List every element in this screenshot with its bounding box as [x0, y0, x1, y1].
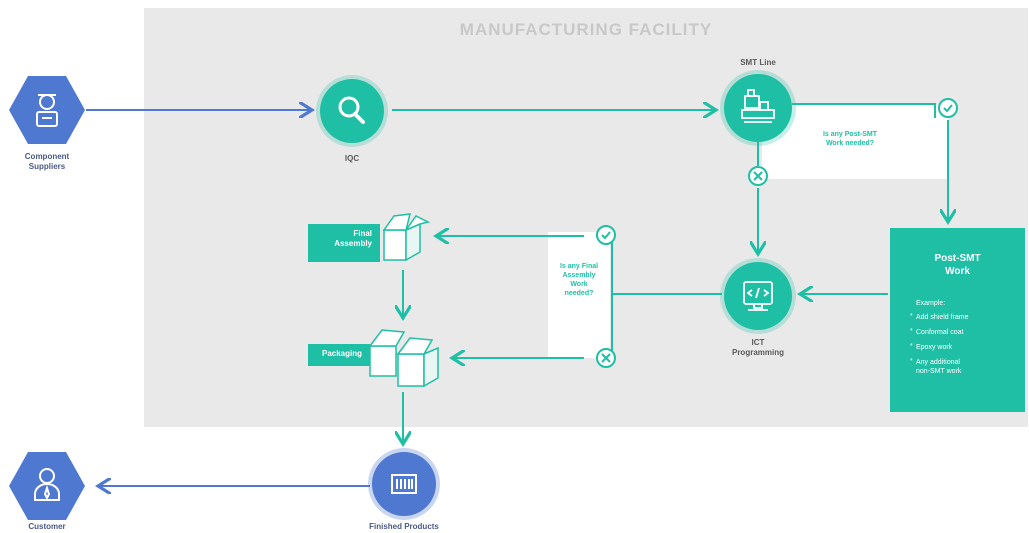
post-smt-yes-check — [938, 98, 958, 118]
final-assembly-no-x — [596, 348, 616, 368]
check-icon — [601, 231, 611, 240]
iqc-label: IQC — [344, 154, 360, 163]
supplier-person-icon — [36, 94, 58, 127]
open-box-icon — [382, 213, 431, 262]
smt-line-label: SMT Line — [740, 58, 776, 67]
list-item: Epoxy work — [910, 342, 1025, 352]
check-icon — [943, 104, 953, 113]
code-monitor-icon — [743, 281, 773, 311]
final-assembly-question-box — [548, 232, 610, 358]
component-suppliers-node — [9, 76, 85, 144]
component-suppliers-label: Component Suppliers — [24, 152, 70, 171]
finished-products-label: Finished Products — [369, 522, 439, 531]
facility-title: MANUFACTURING FACILITY — [459, 20, 713, 39]
ict-programming-node — [724, 262, 792, 330]
customer-node — [9, 452, 85, 520]
list-item: Add shield frame — [910, 312, 1025, 322]
post-smt-example-list: Add shield frame Conformal coat Epoxy wo… — [890, 312, 1025, 376]
x-icon — [601, 353, 611, 363]
ict-programming-label: ICT Programming — [731, 338, 784, 357]
smt-machine-icon — [741, 89, 775, 123]
smt-line-node — [724, 74, 792, 142]
post-smt-work-title: Post-SMT Work — [934, 253, 981, 277]
final-assembly-yes-check — [596, 225, 616, 245]
post-smt-no-x — [748, 166, 768, 186]
finished-products-node — [372, 452, 436, 516]
post-smt-work-box: Post-SMT Work Example: Add shield frame … — [890, 228, 1025, 412]
final-assembly-question: Is any Final Assembly Work needed? — [559, 263, 599, 297]
customer-person-icon — [34, 468, 60, 501]
customer-label: Customer — [28, 522, 66, 531]
list-item: Any additional non-SMT work — [910, 357, 1025, 376]
barcode-icon — [391, 474, 417, 494]
post-smt-question-box — [762, 105, 948, 179]
connector-smt-to-check — [792, 103, 936, 118]
post-smt-question: Is any Post-SMT Work needed? — [822, 131, 878, 147]
list-item: Conformal coat — [910, 327, 1025, 337]
iqc-node — [320, 79, 384, 143]
packaging-label: Packaging — [308, 344, 370, 366]
x-icon — [753, 171, 763, 181]
final-assembly-label: Final Assembly — [308, 224, 380, 262]
packaged-boxes-icon — [368, 329, 439, 388]
magnifier-icon — [338, 96, 365, 124]
post-smt-example-label: Example: — [916, 300, 946, 307]
